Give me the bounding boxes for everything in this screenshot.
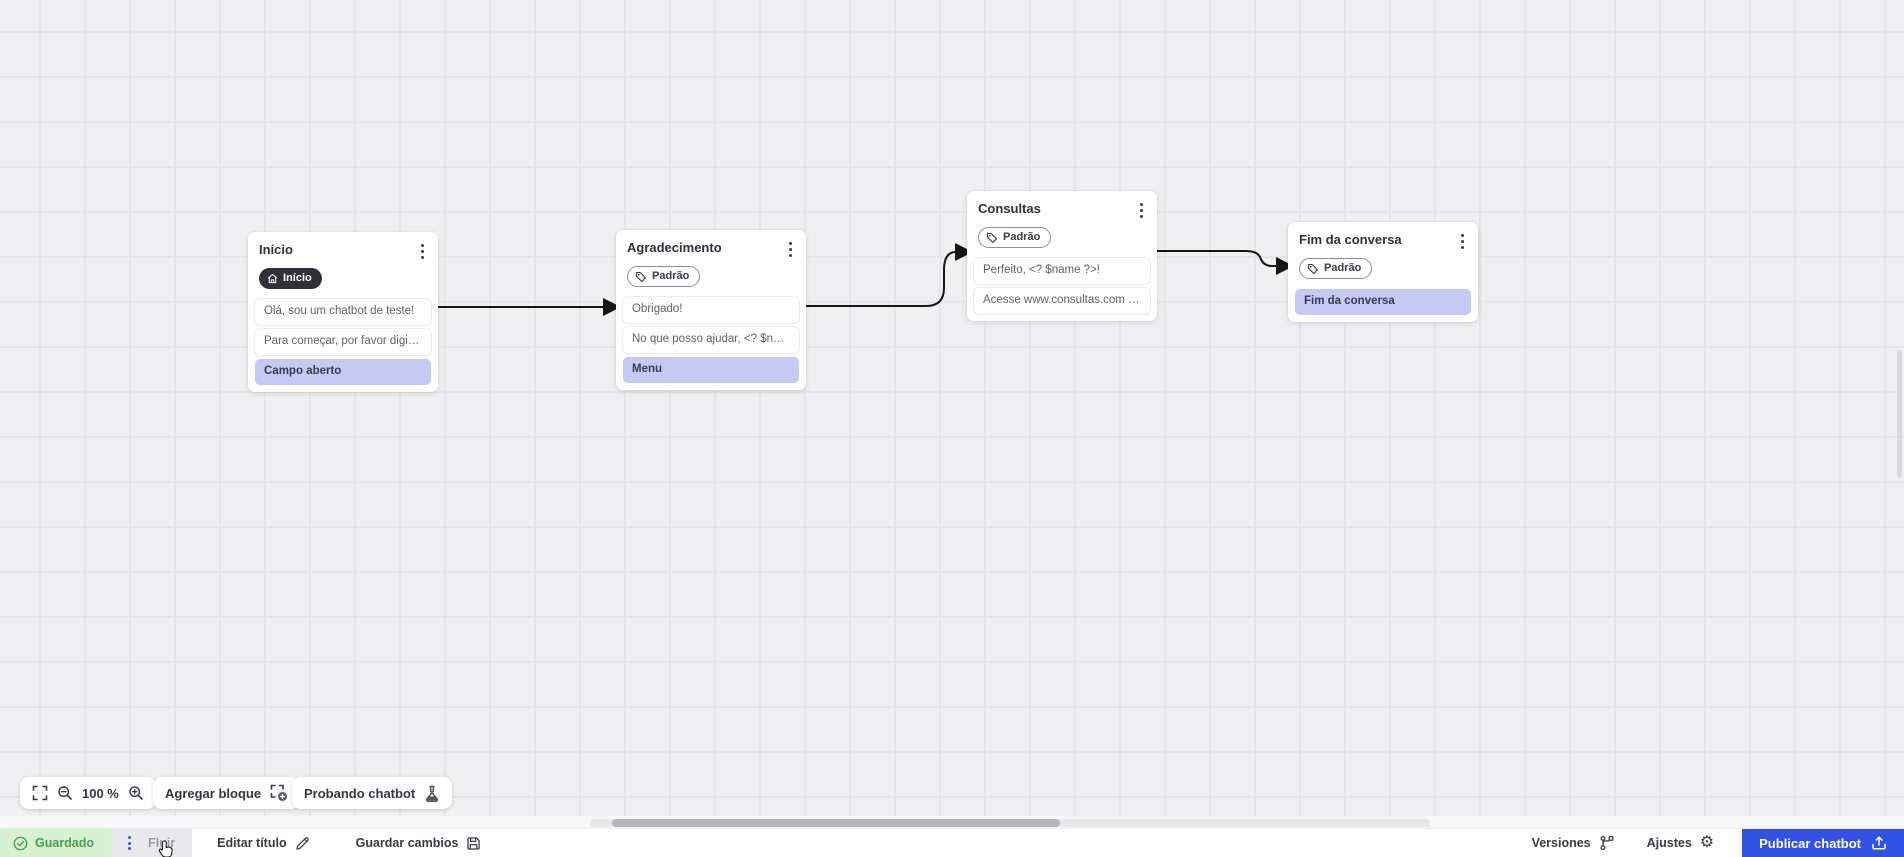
publish-chatbot-button[interactable]: Publicar chatbot xyxy=(1742,829,1904,857)
saved-status-badge: Guardado xyxy=(0,829,112,857)
node-header: Consultas xyxy=(974,200,1150,220)
status-bar: Guardado Fluir Editar título Guardar cam… xyxy=(0,829,1904,857)
fit-view-icon[interactable] xyxy=(32,785,48,801)
saved-label: Guardado xyxy=(35,836,95,850)
settings-label: Ajustes xyxy=(1646,836,1692,850)
add-block-label: Agregar bloque xyxy=(165,785,262,801)
node-type-badge[interactable]: Padrão xyxy=(627,266,701,287)
versions-button[interactable]: Versiones xyxy=(1516,829,1631,857)
versions-label: Versiones xyxy=(1531,836,1591,850)
flask-icon xyxy=(424,785,440,802)
tag-icon xyxy=(1307,263,1319,274)
node-title: Consultas xyxy=(978,201,1041,216)
check-circle-icon xyxy=(13,836,28,850)
kebab-menu-icon[interactable] xyxy=(417,242,428,261)
node-message-row[interactable]: No que posso ajudar, <? $name ... xyxy=(623,327,799,353)
node-output-row[interactable]: Fim da conversa xyxy=(1295,289,1471,315)
kebab-menu-icon[interactable] xyxy=(785,240,796,259)
flow-edges-layer xyxy=(438,243,1294,316)
settings-button[interactable]: Ajustes ⚙ xyxy=(1631,829,1731,857)
upload-icon xyxy=(1872,836,1886,850)
tag-icon xyxy=(635,271,647,282)
node-message-row[interactable]: Olá, sou um chatbot de teste! xyxy=(255,299,431,325)
edit-title-button[interactable]: Editar título xyxy=(203,829,323,857)
kebab-menu-icon[interactable] xyxy=(128,836,132,850)
home-icon xyxy=(267,273,278,284)
git-branch-icon xyxy=(1600,835,1614,851)
flow-node-fim-da-conversa[interactable]: Fim da conversa Padrão Fim da conversa xyxy=(1288,222,1478,322)
node-header: Início xyxy=(255,241,431,261)
tab-flow[interactable]: Fluir xyxy=(111,829,193,857)
badge-label: Padrão xyxy=(1003,231,1041,243)
node-type-badge[interactable]: Início xyxy=(259,268,322,289)
edit-title-label: Editar título xyxy=(217,836,287,850)
edge-consultas-fim[interactable] xyxy=(1157,250,1294,275)
horizontal-scrollbar-thumb[interactable] xyxy=(612,819,1060,827)
test-chatbot-button[interactable]: Probando chatbot xyxy=(292,777,453,809)
node-title: Agradecimento xyxy=(627,240,722,255)
zoom-out-icon[interactable] xyxy=(57,785,73,801)
kebab-menu-icon[interactable] xyxy=(1457,232,1468,251)
horizontal-scrollbar-track[interactable] xyxy=(590,819,1430,827)
node-rows: Perfeito, <? $name ?>! Acesse www.consult… xyxy=(974,258,1150,314)
horizontal-scroll-zone xyxy=(0,816,1904,829)
node-message-row[interactable]: Acesse www.consultas.com par... xyxy=(974,288,1150,314)
node-message-row[interactable]: Perfeito, <? $name ?>! xyxy=(974,258,1150,284)
vertical-scrollbar-thumb[interactable] xyxy=(1897,350,1902,478)
statusbar-spacer xyxy=(495,829,1515,857)
test-chatbot-label: Probando chatbot xyxy=(304,785,416,801)
zoom-toolbar: 100 % xyxy=(20,777,156,809)
add-block-button[interactable]: Agregar bloque xyxy=(153,777,301,809)
flow-node-agradecimento[interactable]: Agradecimento Padrão Obrigado! No que pos… xyxy=(616,230,806,390)
badge-label: Padrão xyxy=(652,270,690,282)
add-block-icon xyxy=(270,784,288,802)
tag-icon xyxy=(986,232,998,243)
badge-label: Início xyxy=(283,272,312,284)
save-changes-label: Guardar cambios xyxy=(355,836,459,850)
node-rows: Olá, sou um chatbot de teste! Para começa… xyxy=(255,299,431,385)
node-message-row[interactable]: Para começar, por favor digite o ... xyxy=(255,329,431,355)
node-message-row[interactable]: Obrigado! xyxy=(623,297,799,323)
flow-node-consultas[interactable]: Consultas Padrão Perfeito, <? $name ?>! A… xyxy=(967,191,1157,321)
node-header: Fim da conversa xyxy=(1295,231,1471,251)
node-type-badge[interactable]: Padrão xyxy=(978,227,1052,248)
flow-node-inicio[interactable]: Início Início Olá, sou um chatbot de tes… xyxy=(248,232,438,392)
gear-icon: ⚙ xyxy=(1699,834,1715,851)
save-icon xyxy=(467,836,481,850)
node-header: Agradecimento xyxy=(623,239,799,259)
publish-label: Publicar chatbot xyxy=(1759,835,1861,851)
kebab-menu-icon[interactable] xyxy=(1136,201,1147,220)
flow-tab-label: Fluir xyxy=(148,836,176,850)
pencil-icon xyxy=(295,836,309,850)
node-rows: Obrigado! No que posso ajudar, <? $name .… xyxy=(623,297,799,383)
node-type-badge[interactable]: Padrão xyxy=(1299,258,1373,279)
save-changes-button[interactable]: Guardar cambios xyxy=(342,829,496,857)
zoom-in-icon[interactable] xyxy=(128,785,144,801)
node-output-row[interactable]: Menu xyxy=(623,357,799,383)
edge-agradecimento-consultas[interactable] xyxy=(806,243,973,307)
node-rows: Fim da conversa xyxy=(1295,289,1471,315)
node-title: Início xyxy=(259,242,293,257)
zoom-level: 100 % xyxy=(82,785,119,801)
node-output-row[interactable]: Campo aberto xyxy=(255,359,431,385)
node-title: Fim da conversa xyxy=(1299,232,1402,247)
badge-label: Padrão xyxy=(1324,262,1362,274)
